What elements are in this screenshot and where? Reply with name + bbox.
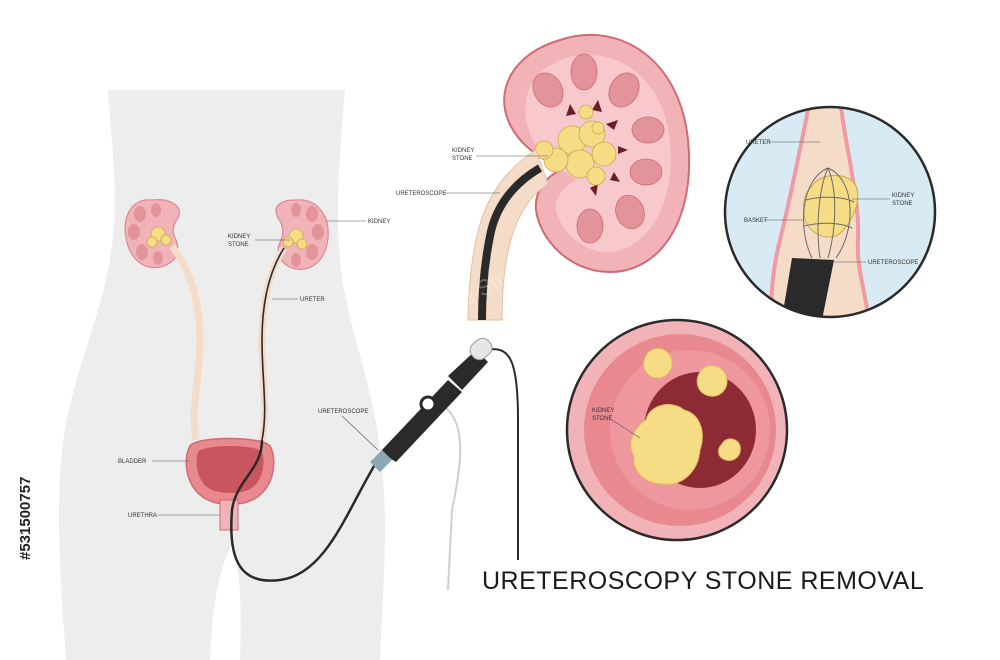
stock-id: #531500757 <box>17 477 34 560</box>
large-kidney <box>467 34 691 321</box>
label-kidney-stone-bottom: KIDNEY <box>592 408 614 414</box>
label-ureteroscope-circle: URETEROSCOPE <box>868 260 918 266</box>
label-ureter-circle: URETER <box>746 140 771 146</box>
right-kidney <box>275 199 329 271</box>
label-ureteroscope: URETEROSCOPE <box>318 409 368 415</box>
closeup-stones <box>630 348 741 485</box>
stone-closeup <box>565 318 789 542</box>
label-kidney: KIDNEY <box>368 219 390 225</box>
diagram-title: URETEROSCOPY STONE REMOVAL <box>482 567 924 595</box>
left-kidney-stone <box>146 226 172 248</box>
label-kidney-stone-small: KIDNEY <box>228 234 250 240</box>
label-bladder: BLADDER <box>118 459 147 465</box>
label-basket: BASKET <box>744 218 768 224</box>
label-kidney-stone-circle-2: STONE <box>892 201 913 207</box>
basket-stone <box>803 175 859 238</box>
basket-closeup <box>723 105 937 319</box>
label-kidney-stone-circle: KIDNEY <box>892 193 914 199</box>
kidney-pyramids <box>532 53 665 244</box>
ureteroscope-device <box>370 337 493 472</box>
ureters <box>169 243 287 441</box>
label-kidney-stone-large: KIDNEY <box>452 148 474 154</box>
label-kidney-stone-bottom-2: STONE <box>592 416 613 422</box>
labels: KIDNEY KIDNEY STONE URETER URETEROSCOPE … <box>118 140 918 519</box>
label-kidney-stone-small-2: STONE <box>228 242 249 248</box>
label-ureter: URETER <box>300 297 325 303</box>
basket-wires <box>803 167 855 259</box>
bladder <box>185 437 275 531</box>
label-kidney-stone-large-2: STONE <box>452 156 473 162</box>
left-kidney <box>124 199 180 269</box>
large-kidney-stone <box>534 104 617 186</box>
label-ureteroscope-large: URETEROSCOPE <box>396 191 446 197</box>
ureteroscope-cable <box>230 348 519 591</box>
right-kidney-stone <box>282 228 308 250</box>
leader-lines <box>152 141 890 516</box>
body-silhouette <box>59 90 385 660</box>
kidney-calyces <box>566 100 628 196</box>
label-urethra: URETHRA <box>128 513 157 519</box>
